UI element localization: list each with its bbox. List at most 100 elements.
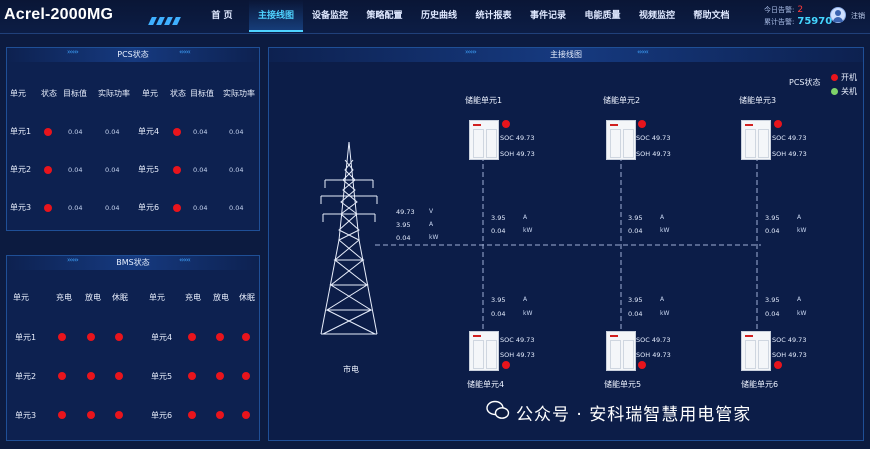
storage-cabinet-icon[interactable] — [469, 120, 499, 160]
title-decoration — [148, 10, 190, 25]
bms-header-unit: 单元 — [13, 293, 29, 302]
nav-main-wiring[interactable]: 主接线图 — [249, 0, 303, 32]
bms-charge-dot — [188, 372, 196, 380]
storage-unit-label: 储能单元2 — [603, 96, 641, 105]
unit-soc: SOC 49.73 — [772, 134, 807, 142]
storage-cabinet-icon[interactable] — [469, 331, 499, 371]
storage-cabinet-icon[interactable] — [741, 331, 771, 371]
pcs-status-dot — [44, 166, 52, 174]
nav-video-monitor[interactable]: 视频监控 — [638, 11, 675, 21]
nav-event-log[interactable]: 事件记录 — [529, 11, 566, 21]
total-alarm-count: 75970 — [797, 16, 833, 27]
unit-power-unit: kW — [660, 227, 670, 234]
unit-power-unit: kW — [523, 310, 533, 317]
unit-current-unit: A — [523, 214, 528, 221]
bms-header-discharge-2: 放电 — [213, 293, 229, 302]
bms-row-unit: 单元5 — [151, 372, 173, 381]
unit-current: 3.95 — [765, 214, 780, 222]
pcs-header-unit: 单元 — [10, 89, 26, 98]
bms-row-unit: 单元3 — [15, 411, 37, 420]
pcs-header-actual-2: 实际功率 — [223, 89, 255, 98]
pcs-target: 0.04 — [193, 166, 208, 174]
pcs-target: 0.04 — [193, 204, 208, 212]
bms-sleep-dot — [242, 333, 250, 341]
nav-help-docs[interactable]: 帮助文档 — [693, 11, 730, 21]
nav-power-quality[interactable]: 电能质量 — [584, 11, 621, 21]
pcs-status-dot — [638, 361, 646, 369]
nav-statistics-report[interactable]: 统计报表 — [475, 11, 512, 21]
unit-power: 0.04 — [765, 227, 780, 235]
pcs-header-status-2: 状态 — [170, 89, 186, 98]
bms-row-unit: 单元1 — [15, 333, 37, 342]
pcs-header-status: 状态 — [41, 89, 57, 98]
wechat-icon — [486, 400, 510, 419]
unit-soc: SOC 49.73 — [636, 336, 671, 344]
grid-current-unit: A — [429, 221, 434, 228]
bus-lines — [375, 156, 761, 348]
grid-label: 市电 — [343, 365, 359, 374]
today-alarm-label: 今日告警: — [764, 6, 795, 14]
unit-soc: SOC 49.73 — [500, 336, 535, 344]
chevron-left-icon: ‹‹‹‹‹‹ — [179, 48, 191, 56]
nav-strategy-config[interactable]: 策略配置 — [366, 11, 403, 21]
unit-soc: SOC 49.73 — [772, 336, 807, 344]
storage-cabinet-icon[interactable] — [741, 120, 771, 160]
pcs-actual: 0.04 — [229, 204, 244, 212]
pcs-target: 0.04 — [68, 204, 83, 212]
pcs-actual: 0.04 — [105, 128, 120, 136]
storage-unit-label: 储能单元1 — [465, 96, 503, 105]
unit-soh: SOH 49.73 — [772, 351, 807, 359]
unit-power: 0.04 — [491, 227, 506, 235]
unit-current: 3.95 — [491, 214, 506, 222]
unit-current-unit: A — [660, 214, 665, 221]
legend-title: PCS状态 — [789, 78, 821, 87]
pcs-panel-title: PCS状态 — [7, 48, 259, 62]
unit-soh: SOH 49.73 — [772, 150, 807, 158]
pcs-status-dot — [44, 128, 52, 136]
pcs-target: 0.04 — [193, 128, 208, 136]
storage-cabinet-icon[interactable] — [606, 331, 636, 371]
bms-panel-title: BMS状态 — [7, 256, 259, 270]
nav-history-curve[interactable]: 历史曲线 — [420, 11, 457, 21]
chevron-right-icon: ›››››› — [67, 256, 79, 264]
pcs-row-unit: 单元6 — [138, 203, 160, 212]
transmission-tower-icon — [320, 141, 378, 335]
unit-soh: SOH 49.73 — [636, 150, 671, 158]
storage-unit-label: 储能单元6 — [741, 380, 779, 389]
bms-discharge-dot — [87, 333, 95, 341]
nav-home[interactable]: 首 页 — [211, 11, 233, 21]
logout-link[interactable]: 注销 — [851, 12, 865, 20]
bms-sleep-dot — [115, 372, 123, 380]
pcs-target: 0.04 — [68, 128, 83, 136]
app-title: Acrel-2000MG — [4, 6, 114, 23]
unit-current: 3.95 — [628, 214, 643, 222]
pcs-status-dot — [173, 166, 181, 174]
storage-cabinet-icon[interactable] — [606, 120, 636, 160]
unit-current-unit: A — [797, 214, 802, 221]
unit-power: 0.04 — [491, 310, 506, 318]
bms-sleep-dot — [115, 411, 123, 419]
unit-power-unit: kW — [797, 227, 807, 234]
bms-charge-dot — [188, 333, 196, 341]
unit-soc: SOC 49.73 — [500, 134, 535, 142]
unit-soh: SOH 49.73 — [636, 351, 671, 359]
bms-discharge-dot — [87, 411, 95, 419]
legend-on-label: 开机 — [841, 73, 857, 82]
user-avatar-icon[interactable] — [830, 7, 846, 23]
grid-current: 3.95 — [396, 221, 411, 229]
pcs-row-unit: 单元3 — [10, 203, 32, 212]
unit-power: 0.04 — [628, 227, 643, 235]
nav-device-monitor[interactable]: 设备监控 — [311, 11, 348, 21]
unit-power: 0.04 — [765, 310, 780, 318]
bms-charge-dot — [58, 372, 66, 380]
total-alarm-label: 累计告警: — [764, 18, 795, 26]
alarm-summary[interactable]: 今日告警:2 累计告警:75970 — [764, 5, 832, 28]
pcs-row-unit: 单元4 — [138, 127, 160, 136]
legend-off-label: 关机 — [841, 87, 857, 96]
grid-power: 0.04 — [396, 234, 411, 242]
bms-charge-dot — [188, 411, 196, 419]
storage-unit-label: 储能单元5 — [604, 380, 642, 389]
pcs-status-dot — [173, 204, 181, 212]
bms-row-unit: 单元4 — [151, 333, 173, 342]
header-bar: Acrel-2000MG 首 页 主接线图 设备监控 策略配置 历史曲线 统计报… — [0, 0, 870, 34]
